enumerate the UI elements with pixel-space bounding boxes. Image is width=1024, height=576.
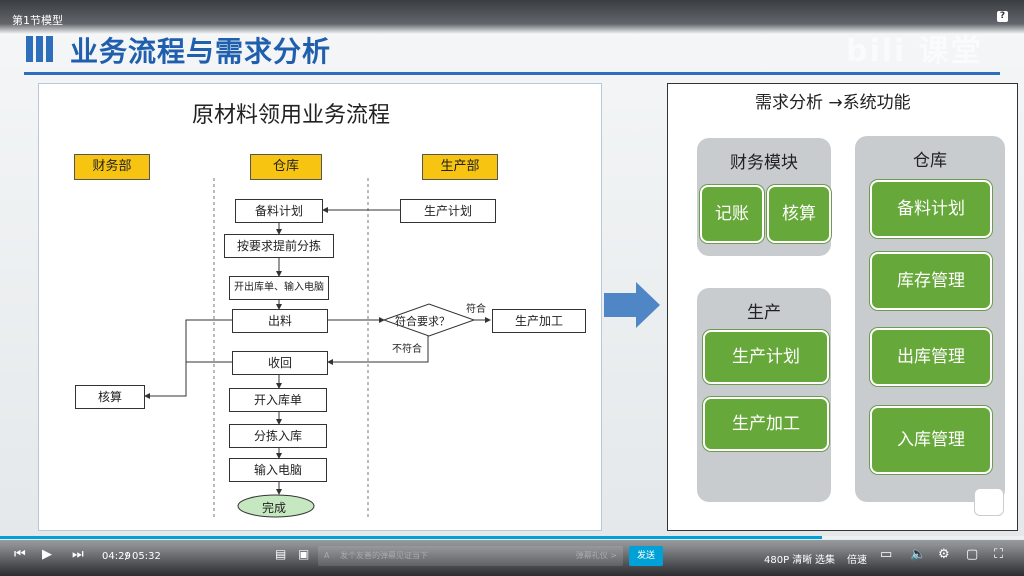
playlist-button[interactable]: 选集 — [815, 555, 835, 566]
danmaku-etiquette-link[interactable]: 弹幕礼仪 > — [575, 551, 617, 560]
label-fail: 不符合 — [392, 344, 422, 355]
step-enter-computer: 输入电脑 — [229, 458, 327, 482]
play-icon[interactable]: ▶ — [42, 547, 52, 562]
step-accounting: 核算 — [75, 385, 145, 409]
module-outbound: 出库管理 — [870, 328, 992, 386]
next-icon[interactable]: ⏭ — [72, 547, 84, 562]
send-button[interactable]: 发送 — [629, 546, 663, 566]
video-title: 第1节模型 — [12, 14, 63, 27]
speed-button[interactable]: 倍速 — [847, 555, 867, 566]
bilibili-watermark: bili 课堂 — [846, 34, 983, 69]
title-bar-decoration — [46, 36, 53, 62]
step-sort-inbound: 分拣入库 — [229, 424, 327, 448]
lane-finance: 财务部 — [74, 154, 150, 180]
module-bookkeeping: 记账 — [700, 185, 764, 243]
finance-module-title: 财务模块 — [730, 153, 798, 173]
bilibili-tv-icon[interactable] — [974, 488, 1004, 516]
prev-icon[interactable]: ⏮ — [14, 547, 26, 562]
current-time: 04:29 — [102, 551, 131, 562]
step-finish: 完成 — [262, 501, 287, 515]
step-material-plan: 备料计划 — [235, 199, 323, 223]
production-module-title: 生产 — [747, 303, 781, 323]
warehouse-module-title: 仓库 — [913, 151, 947, 171]
step-inbound-bill: 开入库单 — [229, 388, 327, 412]
step-discharge: 出料 — [232, 309, 328, 333]
module-inbound: 入库管理 — [870, 406, 992, 474]
step-production-plan: 生产计划 — [400, 199, 496, 223]
module-inventory: 库存管理 — [870, 252, 992, 310]
danmaku-settings-icon[interactable]: ▣ — [298, 547, 310, 561]
progress-fill — [0, 536, 823, 539]
fullscreen-icon[interactable]: ⛶ — [994, 547, 1004, 562]
player-controls — [0, 540, 1024, 576]
top-bar — [0, 0, 1024, 34]
lane-warehouse: 仓库 — [250, 154, 322, 180]
danmaku-input[interactable]: A 发个友善的弹幕见证当下 弹幕礼仪 > — [318, 546, 623, 566]
production-module-group — [697, 288, 831, 502]
danmaku-placeholder: 发个友善的弹幕见证当下 — [340, 551, 429, 560]
picture-in-picture-icon[interactable]: ▢ — [966, 547, 979, 562]
module-accounting: 核算 — [767, 185, 831, 243]
total-time: 05:32 — [132, 551, 161, 562]
lane-production: 生产部 — [422, 154, 498, 180]
settings-gear-icon[interactable]: ⚙ — [938, 547, 950, 562]
help-icon[interactable]: ? — [997, 11, 1008, 22]
volume-icon[interactable]: 🔈 — [910, 547, 927, 562]
time-separator: / — [125, 551, 129, 562]
label-pass: 符合 — [466, 304, 486, 315]
title-bar-decoration — [36, 36, 43, 62]
slide-title: 业务流程与需求分析 — [70, 35, 332, 68]
title-bar-decoration — [26, 36, 33, 62]
decision-check: 符合要求？ — [395, 315, 450, 328]
module-material-plan: 备料计划 — [870, 180, 992, 238]
danmaku-toggle-icon[interactable]: ▤ — [275, 547, 287, 561]
danmaku-icon: A — [324, 551, 330, 560]
step-return: 收回 — [232, 351, 328, 375]
module-production-plan: 生产计划 — [703, 330, 829, 384]
quality-button[interactable]: 480P 清晰 — [764, 555, 813, 566]
title-divider — [24, 72, 1000, 75]
danmaku-off-icon[interactable]: ▭ — [880, 547, 893, 562]
step-processing: 生产加工 — [492, 309, 586, 333]
step-presort: 按要求提前分拣 — [224, 234, 334, 258]
module-production-processing: 生产加工 — [703, 397, 829, 451]
flowchart-title: 原材料领用业务流程 — [192, 103, 391, 128]
requirements-title: 需求分析 →系统功能 — [755, 93, 911, 113]
step-issue-bill: 开出库单、输入电脑 — [229, 276, 329, 300]
